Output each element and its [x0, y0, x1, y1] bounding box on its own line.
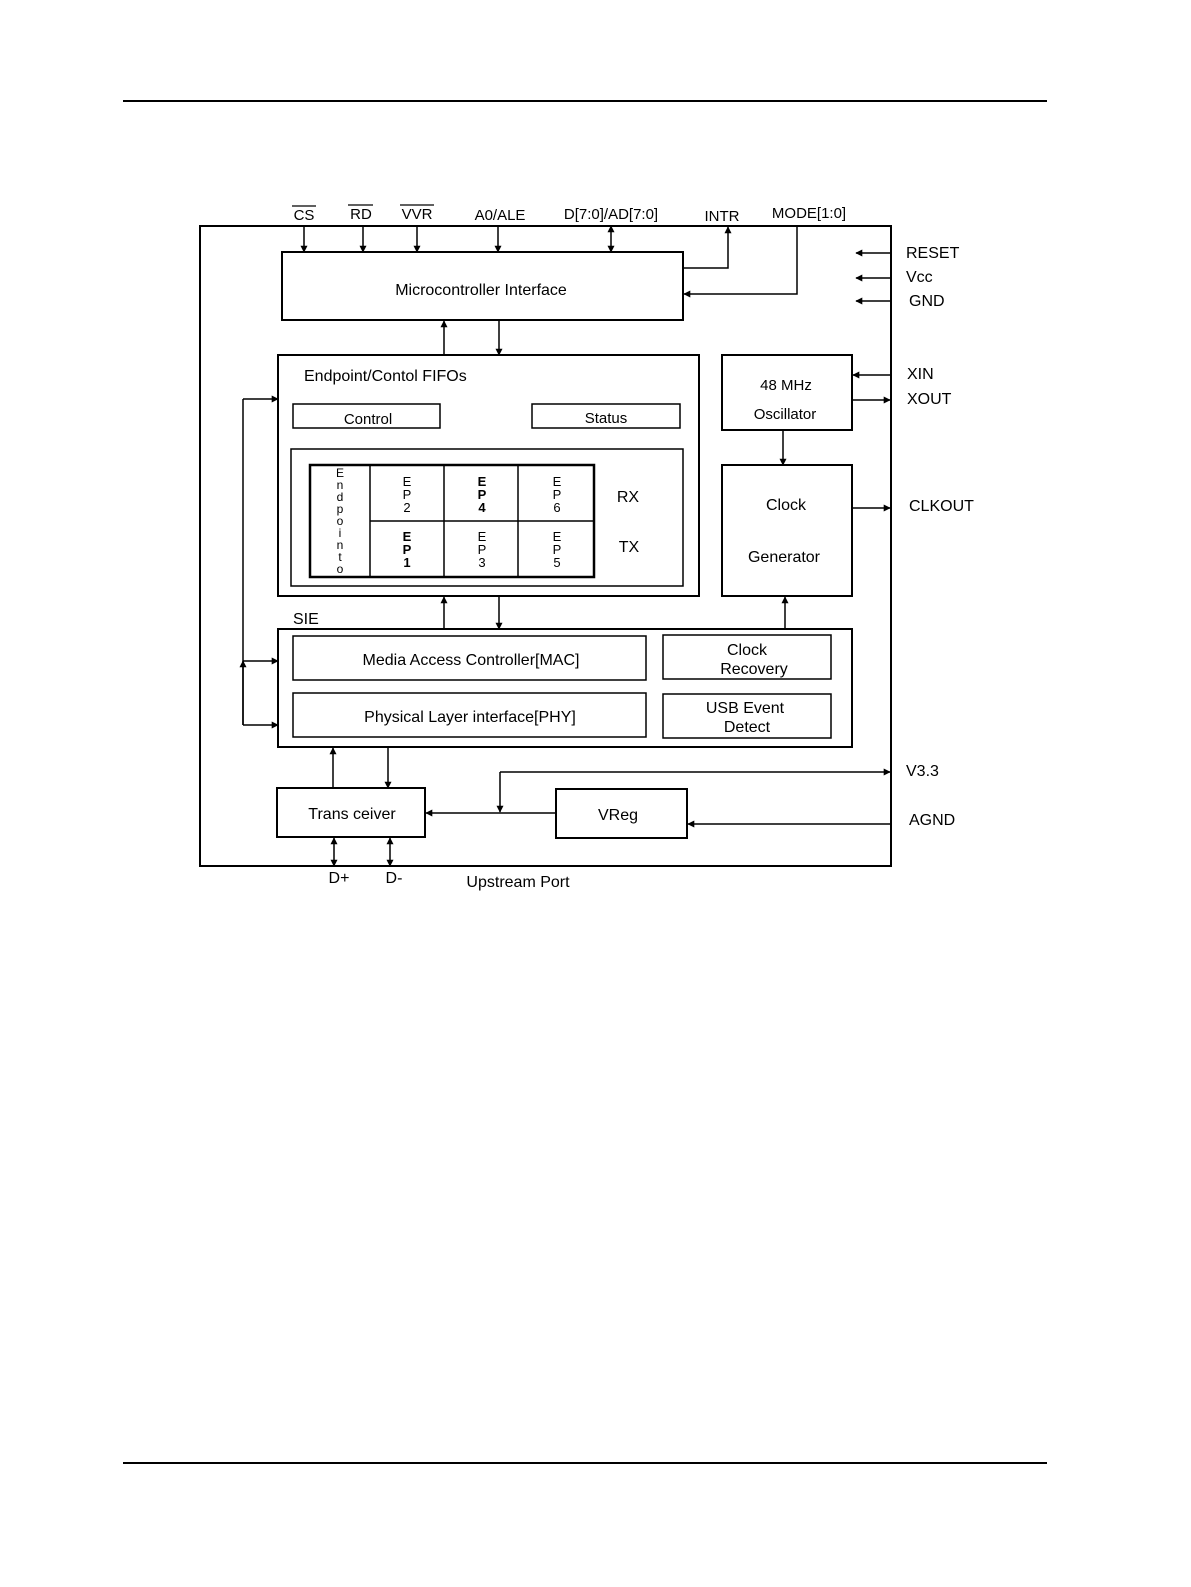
- tx-label: TX: [619, 539, 640, 556]
- status-label: Status: [585, 410, 628, 427]
- ep0-char: o: [337, 514, 344, 528]
- clock-generator-label-line2: Generator: [748, 549, 821, 566]
- pin-v33-label: V3.3: [906, 763, 939, 780]
- pin-agnd-label: AGND: [909, 812, 955, 829]
- ep0-char: n: [337, 538, 344, 552]
- clock-recovery-block: [662, 634, 832, 680]
- clock-generator-block: [721, 464, 853, 597]
- intr-line: [684, 226, 732, 269]
- oscillator-label-line1: 48 MHz: [760, 377, 812, 394]
- ep2-char: 2: [403, 500, 410, 515]
- usb-event-detect-label-line1: USB Event: [706, 700, 785, 717]
- mac-label: Media Access Controller[MAC]: [363, 652, 580, 669]
- pin-wr-label: VVR: [402, 206, 433, 223]
- pin-cs-label: CS: [294, 207, 315, 224]
- fifo-block: [277, 354, 700, 597]
- rx-label: RX: [617, 489, 640, 506]
- pin-gnd-label: GND: [909, 293, 945, 310]
- ep5-char: E: [553, 529, 562, 544]
- endpoint-2-cell: E P 2: [403, 474, 412, 515]
- oscillator-block: [721, 354, 853, 431]
- ep3-char: 3: [478, 555, 485, 570]
- sie-label: SIE: [293, 611, 319, 628]
- ep4-char: E: [478, 474, 487, 489]
- ep0-char: n: [337, 478, 344, 492]
- ep4-char: 4: [478, 500, 486, 515]
- pin-dplus-label: D+: [329, 870, 350, 887]
- clock-recovery-label-line1: Clock: [727, 642, 768, 659]
- usb-event-detect-label-line2: Detect: [724, 719, 771, 736]
- ep3-char: E: [478, 529, 487, 544]
- pin-a0-label: A0/ALE: [475, 207, 526, 224]
- ep0-char: E: [336, 466, 344, 480]
- endpoint-3-cell: E P 3: [478, 529, 487, 570]
- transceiver-block: [276, 787, 426, 838]
- pin-intr-label: INTR: [705, 208, 740, 225]
- ep0-char: d: [337, 490, 344, 504]
- phy-block: [292, 692, 647, 738]
- mode-line: [683, 226, 798, 298]
- ep3-char: P: [478, 542, 487, 557]
- pin-data-label: D[7:0]/AD[7:0]: [564, 206, 658, 223]
- vreg-label: VReg: [598, 807, 638, 824]
- pin-xin-label: XIN: [907, 366, 934, 383]
- ep6-char: P: [553, 487, 562, 502]
- mac-block: [292, 635, 647, 681]
- ep0-char: i: [339, 526, 342, 540]
- mcu-interface-label: Microcontroller Interface: [395, 282, 567, 299]
- pin-clkout-label: CLKOUT: [909, 498, 974, 515]
- mcu-interface-block: [281, 251, 684, 321]
- ep6-char: E: [553, 474, 562, 489]
- pin-mode-label: MODE[1:0]: [772, 205, 846, 222]
- ep4-char: P: [478, 487, 487, 502]
- phy-label: Physical Layer interface[PHY]: [364, 709, 576, 726]
- ep1-char: E: [403, 529, 412, 544]
- endpoint-5-cell: E P 5: [553, 529, 562, 570]
- ep2-char: E: [403, 474, 412, 489]
- ep1-char: P: [403, 542, 412, 557]
- endpoint-6-cell: E P 6: [553, 474, 562, 515]
- ep0-char: t: [338, 550, 342, 564]
- endpoint-4-cell: E P 4: [478, 474, 487, 515]
- pin-rd-label: RD: [350, 206, 372, 223]
- ep1-char: 1: [403, 555, 410, 570]
- endpoint-1-cell: E P 1: [403, 529, 412, 570]
- ep0-char: p: [337, 502, 344, 516]
- endpoint-frame: [290, 448, 684, 587]
- usb-event-detect-block: [662, 693, 832, 739]
- pin-vcc-label: Vcc: [906, 269, 933, 286]
- ep5-char: 5: [553, 555, 560, 570]
- ep2-char: P: [403, 487, 412, 502]
- pin-xout-label: XOUT: [907, 391, 952, 408]
- pin-dminus-label: D-: [386, 870, 403, 887]
- endpoint-0-cell: E n d p o i n t o: [336, 466, 344, 576]
- ep5-char: P: [553, 542, 562, 557]
- clock-recovery-label-line2: Recovery: [720, 661, 788, 678]
- sie-block: [277, 628, 853, 748]
- transceiver-label: Trans ceiver: [308, 806, 396, 823]
- control-label: Control: [344, 411, 392, 428]
- pin-reset-label: RESET: [906, 245, 960, 262]
- chip-outline: [199, 225, 892, 867]
- oscillator-label-line2: Oscillator: [754, 406, 817, 423]
- control-register: [292, 403, 441, 429]
- clock-generator-label-line1: Clock: [766, 497, 807, 514]
- ep0-char: o: [337, 562, 344, 576]
- ep6-char: 6: [553, 500, 560, 515]
- status-register: [531, 403, 681, 429]
- fifo-title: Endpoint/Contol FIFOs: [304, 368, 467, 385]
- upstream-port-label: Upstream Port: [466, 874, 570, 891]
